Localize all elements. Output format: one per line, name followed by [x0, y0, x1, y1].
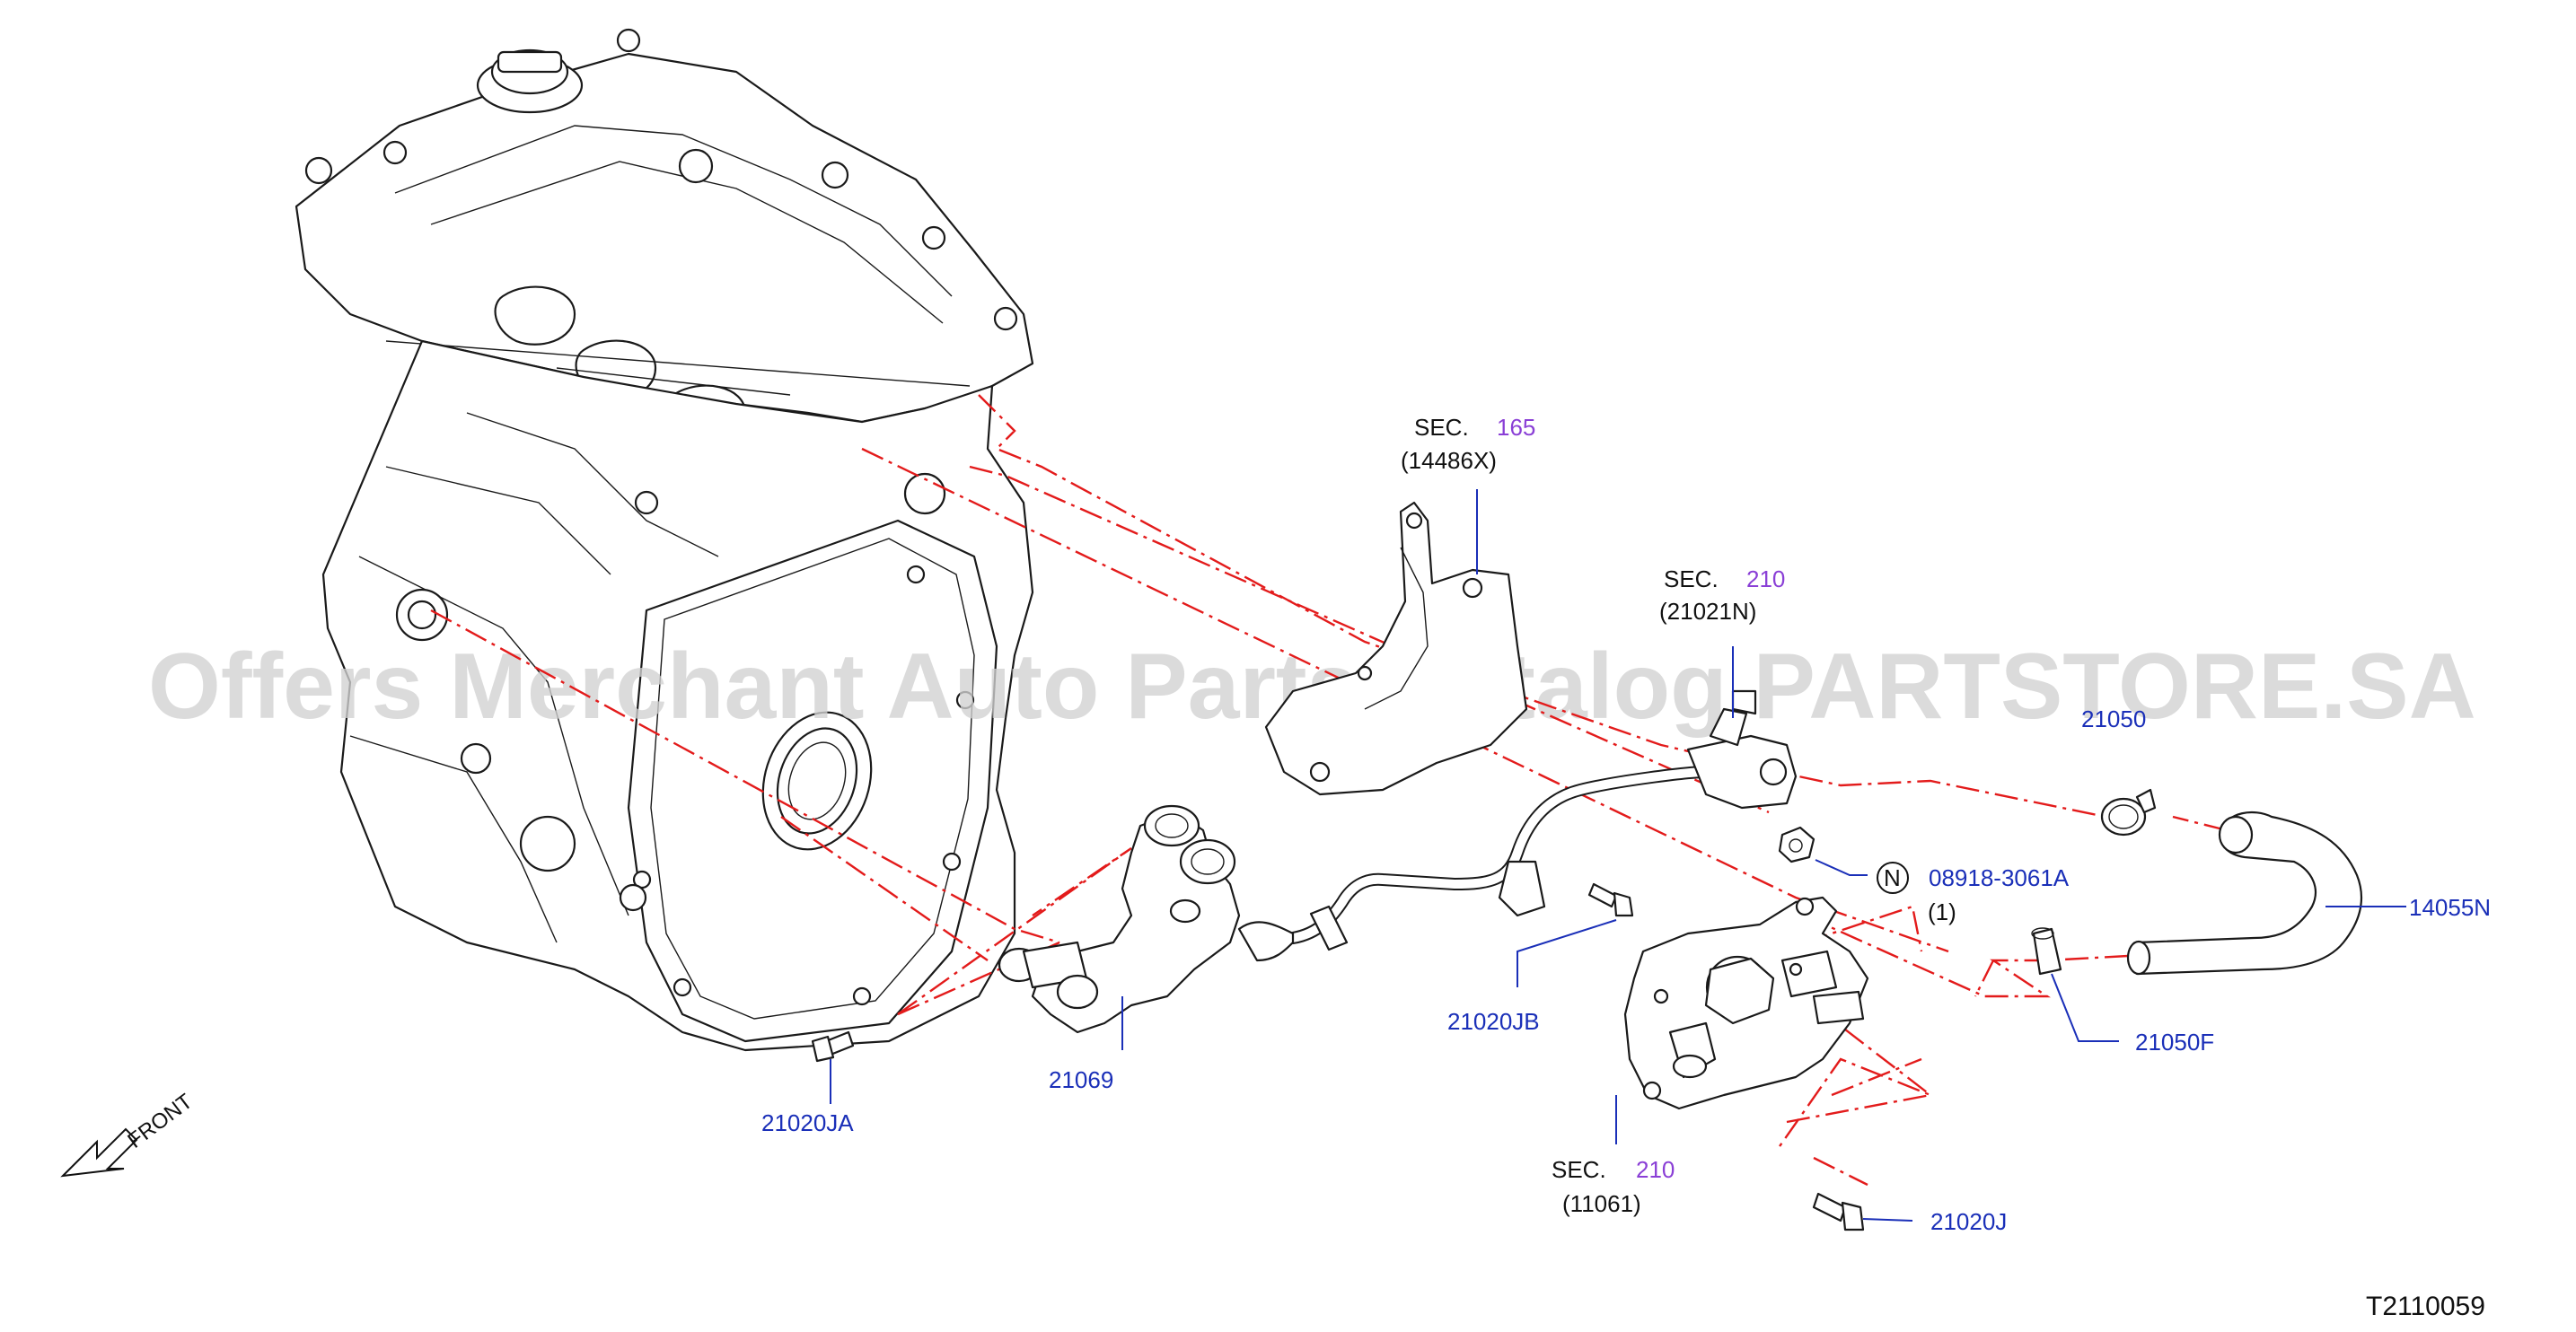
- bolt-21020j: [1812, 1192, 1865, 1231]
- callout-sec-165: SEC. 165 (14486X): [1401, 414, 1535, 474]
- label-21020j: 21020J: [1930, 1208, 2007, 1235]
- sec210-housing-number: 210: [1636, 1156, 1675, 1183]
- label-21069: 21069: [1049, 1066, 1113, 1093]
- bolt-21020jb: [1587, 882, 1634, 917]
- clamp-21050f: [2031, 927, 2062, 976]
- front-arrow-icon: [60, 1127, 138, 1178]
- diagram-id: T2110059: [2366, 1292, 2485, 1321]
- callout-sec-210-housing: SEC. 210 (11061): [1552, 1156, 1675, 1217]
- sec165-ref: (14486X): [1401, 447, 1497, 474]
- label-21020jb: 21020JB: [1447, 1008, 1540, 1035]
- sec210-housing-ref: (11061): [1562, 1190, 1641, 1217]
- engine-block: [295, 28, 1034, 1052]
- hose-21069: [998, 804, 1241, 1034]
- bolt-21020ja: [811, 1030, 855, 1063]
- label-21050f: 21050F: [2135, 1029, 2214, 1056]
- sec165-sec: SEC.: [1414, 414, 1469, 441]
- sec210-housing-sec: SEC.: [1552, 1156, 1606, 1183]
- sec210-pipe-number: 210: [1746, 565, 1785, 592]
- water-outlet-housing-11061: [1623, 896, 1869, 1110]
- water-pipe-21021n: [1237, 689, 1798, 962]
- label-21050-top: 21050: [2081, 705, 2146, 732]
- front-direction-indicator: FRONT: [60, 1089, 198, 1178]
- n-symbol-circle: [1877, 862, 1909, 894]
- label-08918-qty: (1): [1928, 898, 1956, 925]
- bracket-14486x: [1264, 501, 1528, 796]
- callout-sec-210-pipe: SEC. 210 (21021N): [1659, 565, 1785, 625]
- leader-lines: [830, 489, 2406, 1222]
- label-21020ja: 21020JA: [761, 1109, 854, 1136]
- label-08918-3061a: 08918-3061A: [1929, 864, 2070, 891]
- sec210-pipe-sec: SEC.: [1664, 565, 1719, 592]
- n-symbol: N: [1884, 864, 1901, 891]
- front-label: FRONT: [123, 1089, 198, 1153]
- callout-08918-3061a: N 08918-3061A (1): [1877, 862, 2070, 925]
- sec210-pipe-ref: (21021N): [1659, 598, 1756, 625]
- nut-08918-3061a: [1778, 826, 1816, 863]
- clamp-21050-top: [2100, 788, 2157, 837]
- hose-14055n: [2126, 811, 2363, 976]
- sec165-number: 165: [1497, 414, 1535, 441]
- label-14055n: 14055N: [2409, 894, 2491, 921]
